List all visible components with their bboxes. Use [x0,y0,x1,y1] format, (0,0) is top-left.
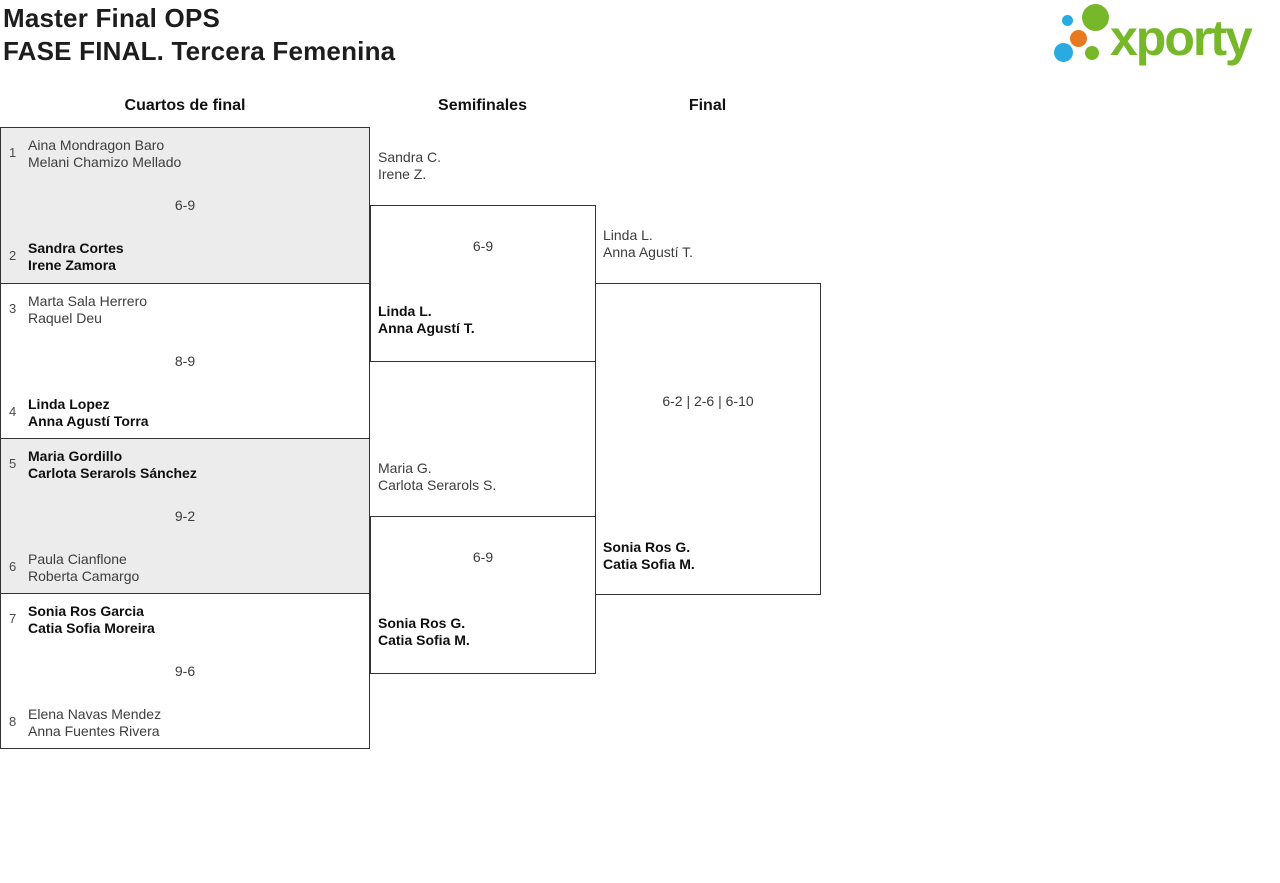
logo-dot-blue-large-icon [1054,43,1073,62]
xporty-logo[interactable]: xporty [1050,0,1280,78]
player-name: Linda L. [603,227,653,243]
player-name: Roberta Camargo [28,568,140,584]
seed-number: 2 [9,248,17,263]
player-name: Sonia Ros G. [378,615,466,631]
player-name: Catia Sofia M. [378,632,470,648]
player-name: Carlota Serarols S. [378,477,497,493]
seed-number: 4 [9,404,17,419]
match-semifinal-2[interactable]: 6-9 Sonia Ros G. Catia Sofia M. [370,516,596,674]
team-names-winner: Sonia Ros G. Catia Sofia M. [378,615,470,649]
player-name: Maria G. [378,460,432,476]
match-quarterfinal-2[interactable]: 3 Marta Sala Herrero Raquel Deu 8-9 4 Li… [1,283,369,438]
team-names: Paula Cianflone Roberta Camargo [28,551,139,585]
player-name: Catia Sofia M. [603,556,695,572]
logo-dot-green-small-icon [1085,46,1099,60]
team-names-winner: Maria Gordillo Carlota Serarols Sánchez [28,448,197,482]
quarterfinals-column: 1 Aina Mondragon Baro Melani Chamizo Mel… [0,127,370,749]
match-score: 6-9 [174,197,196,213]
match-score: 6-9 [472,549,494,565]
round-header-quarterfinals: Cuartos de final [124,97,246,114]
player-name: Marta Sala Herrero [28,293,148,309]
player-name: Anna Fuentes Rivera [28,723,160,739]
player-name: Irene Z. [378,166,427,182]
round-header-final: Final [688,97,727,114]
match-score: 6-2 | 2-6 | 6-10 [662,393,754,409]
player-name: Sonia Ros Garcia [28,603,144,619]
player-name: Sandra Cortes [28,240,124,256]
team-names: Elena Navas Mendez Anna Fuentes Rivera [28,706,161,740]
team-names: Aina Mondragon Baro Melani Chamizo Mella… [28,137,181,171]
team-names-winner: Sonia Ros Garcia Catia Sofia Moreira [28,603,155,637]
player-name: Anna Agustí T. [603,244,694,260]
player-name: Paula Cianflone [28,551,127,567]
player-name: Melani Chamizo Mellado [28,154,182,170]
player-name: Linda L. [378,303,432,319]
player-name: Anna Agustí T. [378,320,475,336]
team-names-winner: Sonia Ros G. Catia Sofia M. [603,539,695,573]
match-quarterfinal-4[interactable]: 7 Sonia Ros Garcia Catia Sofia Moreira 9… [1,593,369,748]
logo-wordmark: xporty [1110,10,1253,66]
player-name: Anna Agustí Torra [28,413,149,429]
team-names-winner: Linda Lopez Anna Agustí Torra [28,396,149,430]
team-names: Marta Sala Herrero Raquel Deu [28,293,147,327]
match-final[interactable]: 6-2 | 2-6 | 6-10 Sonia Ros G. Catia Sofi… [595,283,821,595]
seed-number: 7 [9,611,17,626]
match-quarterfinal-3[interactable]: 5 Maria Gordillo Carlota Serarols Sánche… [1,438,369,593]
match-score: 9-2 [174,508,196,524]
seed-number: 3 [9,301,17,316]
semifinal-1-team-top: Sandra C. Irene Z. [378,149,441,183]
player-name: Maria Gordillo [28,448,123,464]
page-title: Master Final OPS FASE FINAL. Tercera Fem… [3,2,395,68]
match-score: 6-9 [472,238,494,254]
player-name: Catia Sofia Moreira [28,620,155,636]
team-names-winner: Linda L. Anna Agustí T. [378,303,475,337]
tournament-name: Master Final OPS [3,3,221,33]
player-name: Sandra C. [378,149,442,165]
match-score: 9-6 [174,663,196,679]
match-quarterfinal-1[interactable]: 1 Aina Mondragon Baro Melani Chamizo Mel… [1,128,369,283]
seed-number: 1 [9,145,17,160]
player-name: Raquel Deu [28,310,102,326]
match-semifinal-1[interactable]: 6-9 Linda L. Anna Agustí T. [370,205,596,362]
logo-dot-blue-small-icon [1062,15,1073,26]
semifinal-2-team-top: Maria G. Carlota Serarols S. [378,460,496,494]
player-name: Irene Zamora [28,257,116,273]
phase-category-name: FASE FINAL. Tercera Femenina [3,36,396,66]
logo-dot-green-large-icon [1082,4,1109,31]
player-name: Elena Navas Mendez [28,706,162,722]
player-name: Linda Lopez [28,396,110,412]
seed-number: 6 [9,559,17,574]
seed-number: 5 [9,456,17,471]
player-name: Carlota Serarols Sánchez [28,465,197,481]
final-team-top: Linda L. Anna Agustí T. [603,227,693,261]
player-name: Sonia Ros G. [603,539,691,555]
team-names-winner: Sandra Cortes Irene Zamora [28,240,124,274]
round-header-semifinals: Semifinales [438,97,527,114]
logo-dot-orange-icon [1070,30,1087,47]
player-name: Aina Mondragon Baro [28,137,165,153]
seed-number: 8 [9,714,17,729]
match-score: 8-9 [174,353,196,369]
